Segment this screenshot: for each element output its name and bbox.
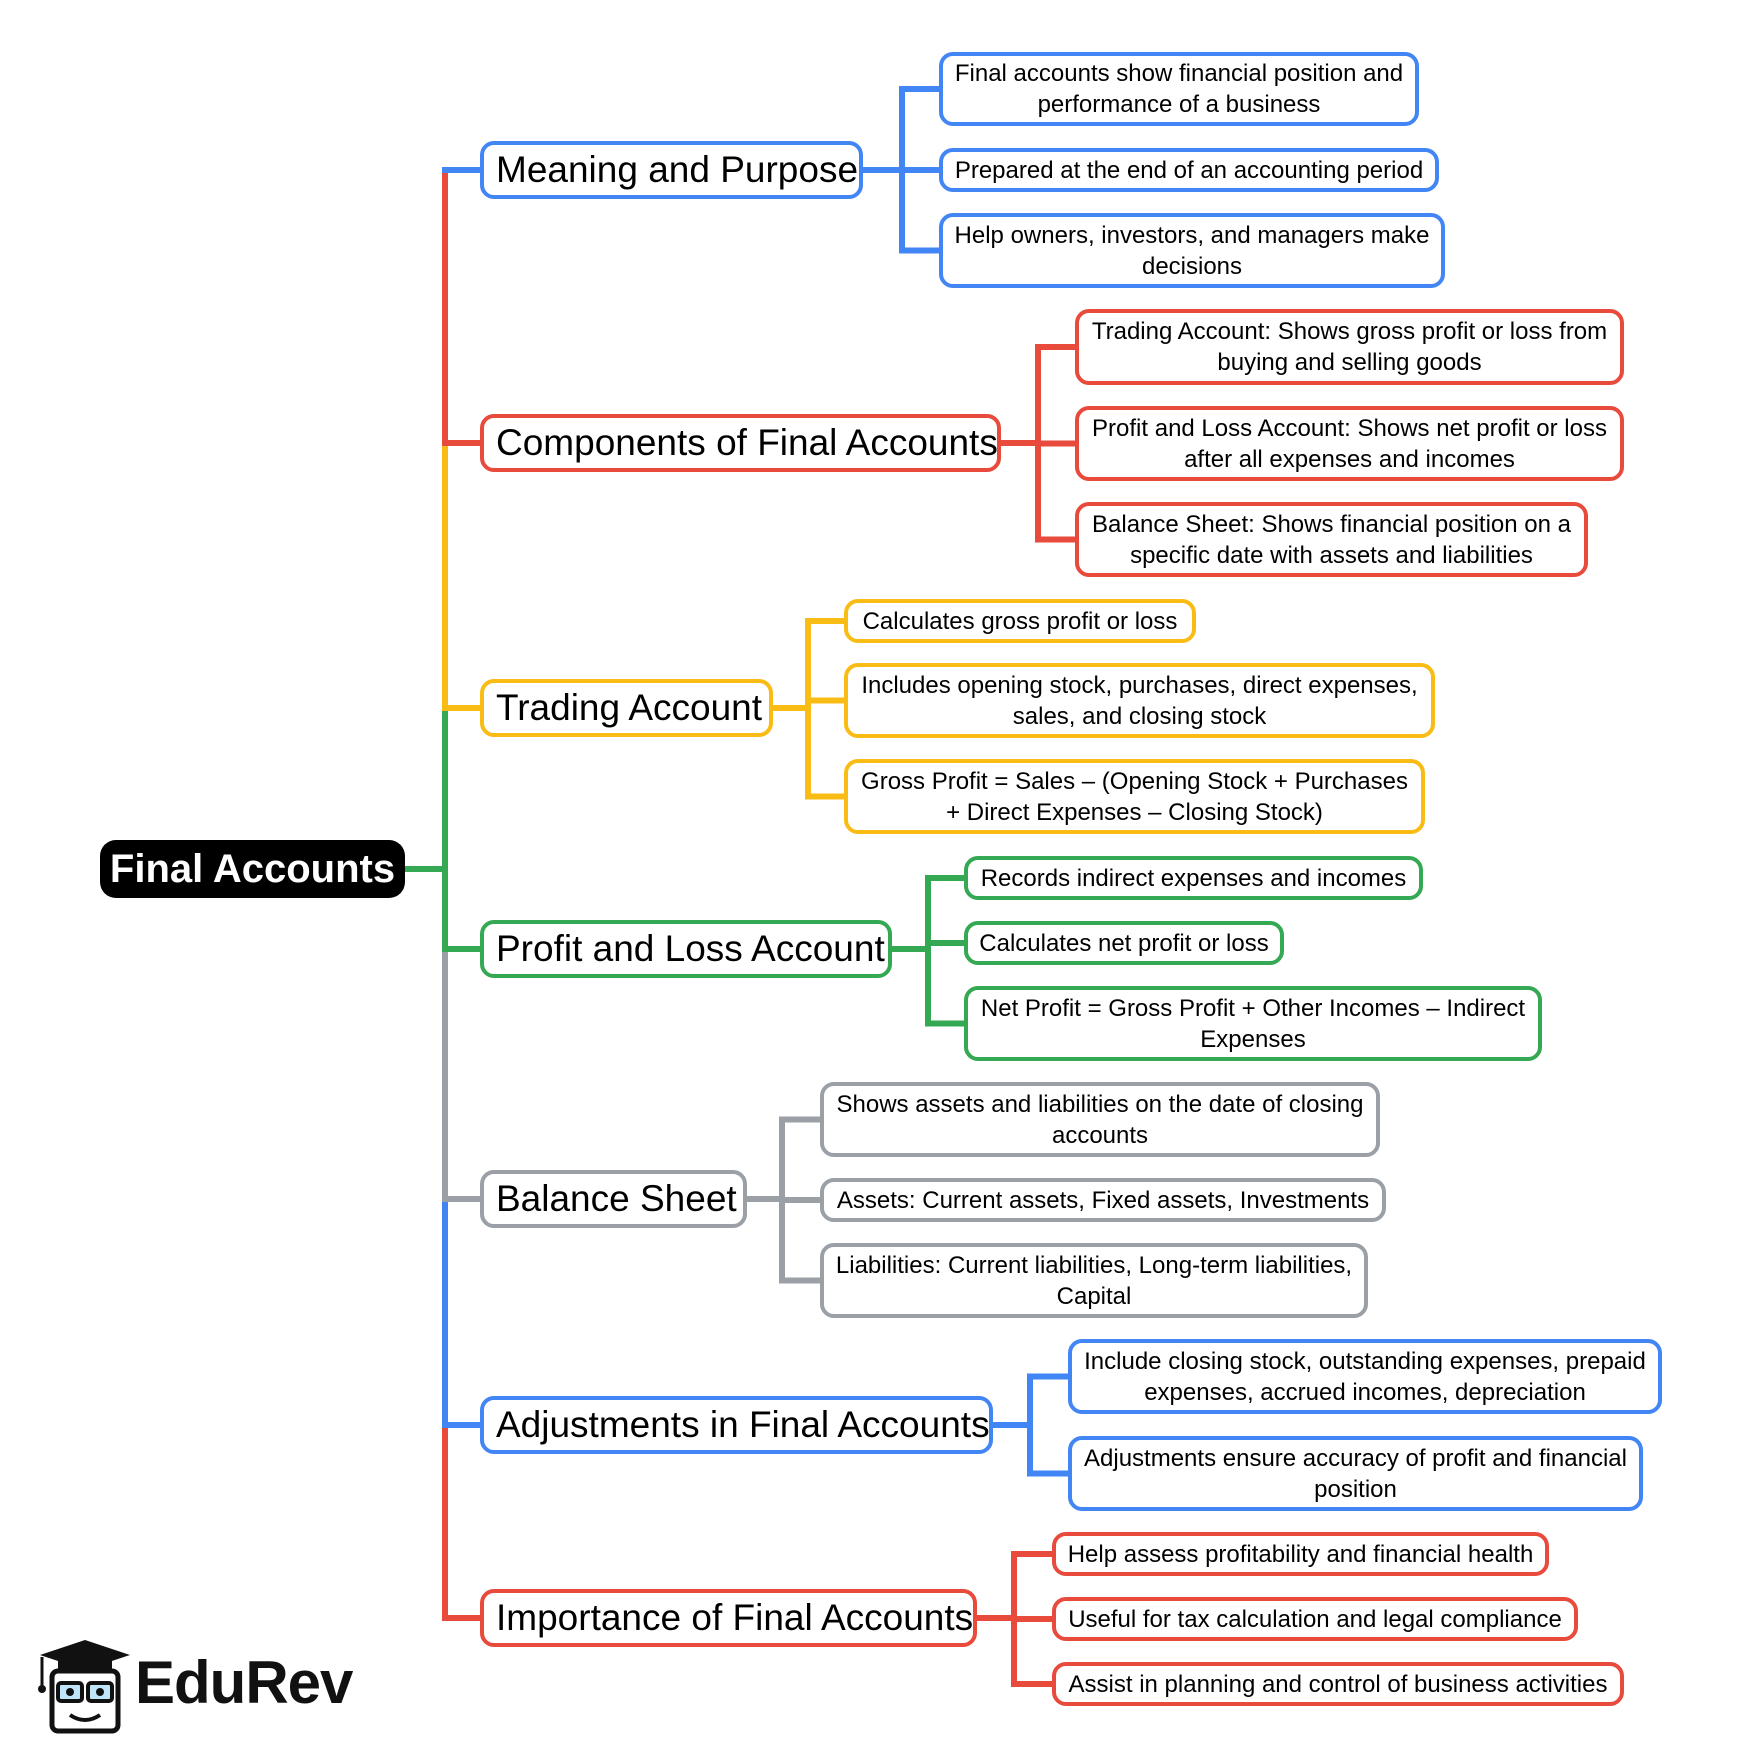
leaf-node: Balance Sheet: Shows financial position … [1075, 502, 1588, 577]
leaf-node: Prepared at the end of an accounting per… [939, 148, 1439, 192]
root-node: Final Accounts [100, 840, 405, 898]
branch-node: Balance Sheet [480, 1170, 747, 1228]
leaf-node: Assist in planning and control of busine… [1052, 1662, 1624, 1706]
leaf-node: Calculates gross profit or loss [844, 599, 1196, 643]
leaf-node: Assets: Current assets, Fixed assets, In… [820, 1178, 1386, 1222]
leaf-node: Gross Profit = Sales – (Opening Stock + … [844, 759, 1425, 834]
branch-node: Trading Account [480, 679, 773, 737]
leaf-node: Help assess profitability and financial … [1052, 1532, 1549, 1576]
leaf-node: Records indirect expenses and incomes [964, 856, 1423, 900]
leaf-node: Help owners, investors, and managers mak… [939, 213, 1445, 288]
leaf-node: Include closing stock, outstanding expen… [1068, 1339, 1662, 1414]
leaf-node: Includes opening stock, purchases, direc… [844, 663, 1435, 738]
leaf-node: Final accounts show financial position a… [939, 52, 1419, 126]
leaf-node: Adjustments ensure accuracy of profit an… [1068, 1436, 1643, 1511]
branch-node: Components of Final Accounts [480, 414, 1001, 472]
branch-node: Meaning and Purpose [480, 141, 863, 199]
branch-node: Adjustments in Final Accounts [480, 1396, 993, 1454]
leaf-node: Shows assets and liabilities on the date… [820, 1082, 1380, 1157]
leaf-node: Useful for tax calculation and legal com… [1052, 1597, 1578, 1641]
leaf-node: Calculates net profit or loss [964, 921, 1284, 965]
branch-node: Importance of Final Accounts [480, 1589, 977, 1647]
graduation-cap-mascot-icon [38, 1640, 130, 1734]
brand-name: EduRev [135, 1649, 353, 1716]
leaf-node: Liabilities: Current liabilities, Long-t… [820, 1243, 1368, 1318]
leaf-node: Trading Account: Shows gross profit or l… [1075, 309, 1624, 385]
leaf-node: Net Profit = Gross Profit + Other Income… [964, 986, 1542, 1061]
branch-node: Profit and Loss Account [480, 920, 892, 978]
leaf-node: Profit and Loss Account: Shows net profi… [1075, 406, 1624, 481]
